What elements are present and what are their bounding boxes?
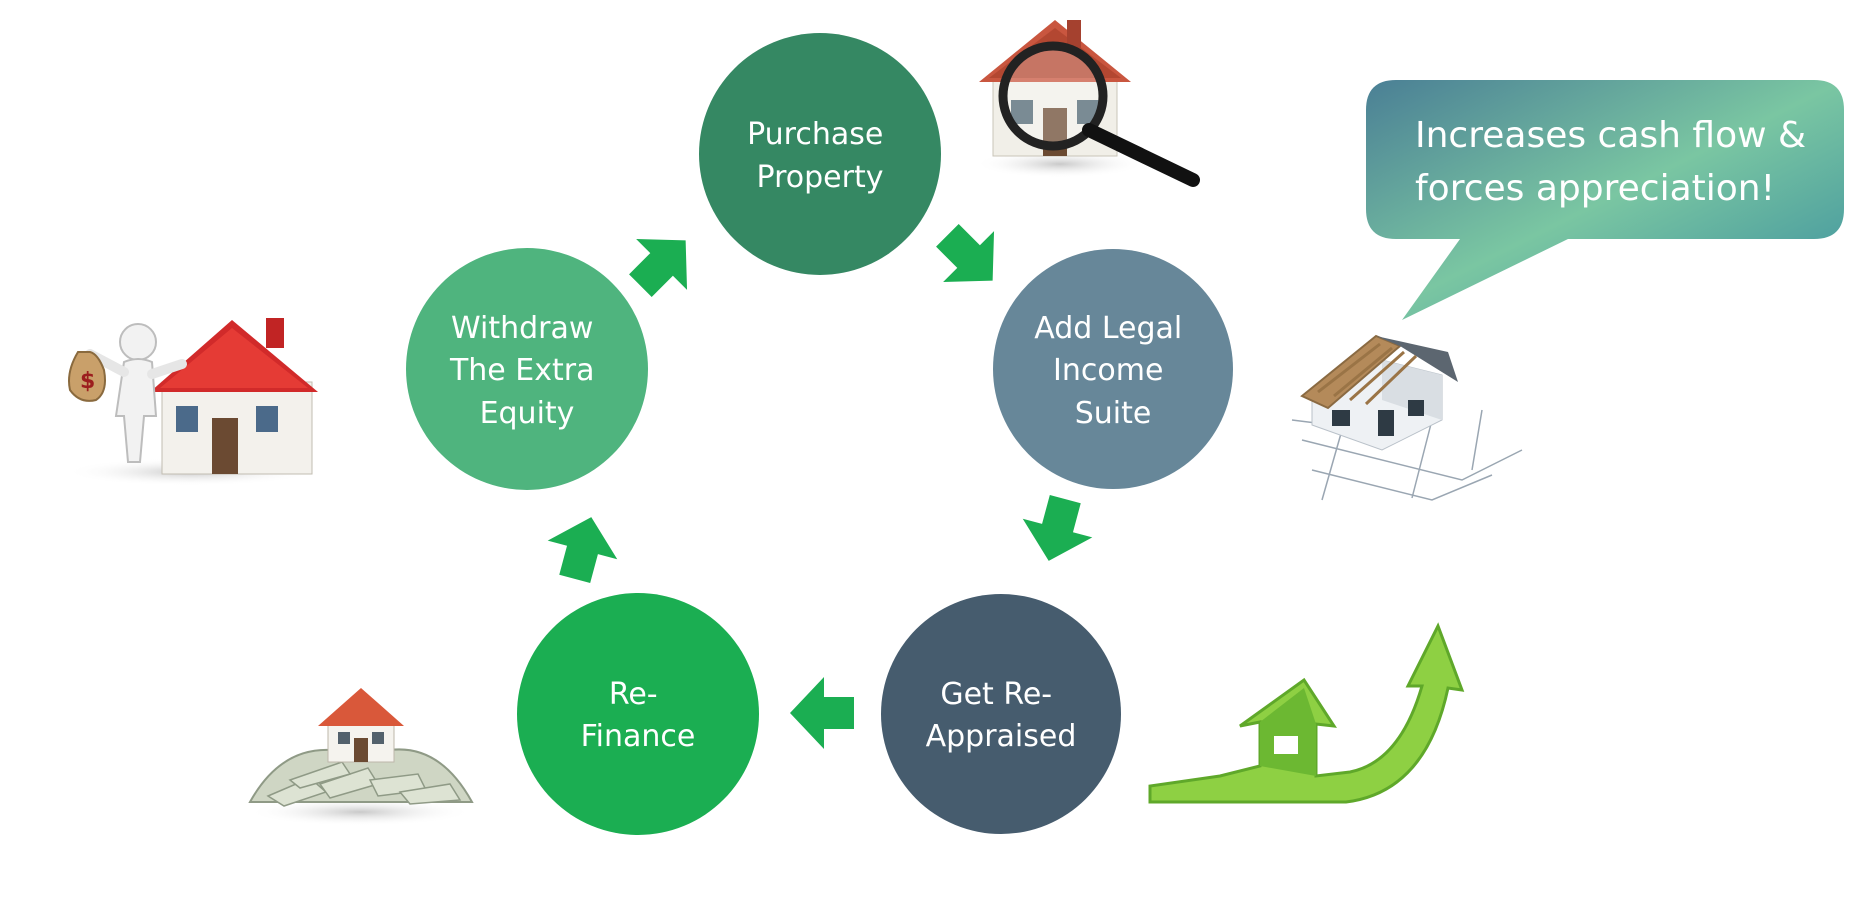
svg-text:Get Re- Appraised: Get Re- Appraised [926, 677, 1077, 754]
person-with-house-icon: $ [65, 318, 318, 486]
node-label-line: Appraised [926, 719, 1077, 754]
node-label-line: The Extra [449, 353, 595, 388]
arrow-suite-to-appraised [1022, 494, 1093, 561]
callout-bubble: Increases cash flow & forces appreciatio… [1366, 80, 1844, 320]
node-re-finance: Re- Finance [517, 593, 759, 835]
node-label-line: Re- [609, 677, 658, 712]
node-circle [699, 33, 941, 275]
node-circle [881, 594, 1121, 834]
svg-text:Purchase Property: Purchase Property [747, 117, 893, 195]
node-get-re-appraised: Get Re- Appraised [881, 594, 1121, 834]
cycle-arrows [547, 224, 1093, 749]
node-label-line: Withdraw [451, 311, 593, 346]
node-label-line: Purchase [747, 117, 883, 152]
node-label-line: Get Re- [940, 677, 1052, 712]
arrow-withdraw-to-purchase [629, 238, 688, 297]
svg-text:Withdraw The Extra: Withdraw The Extra Equity [449, 311, 604, 431]
node-label-line: Income [1053, 353, 1163, 388]
house-magnifier-icon [975, 20, 1200, 187]
arrow-purchase-to-suite [936, 224, 995, 283]
arrow-refinance-to-withdraw [547, 517, 618, 584]
node-label-line: Property [757, 160, 884, 195]
svg-text:Re- Finance: Re- Finance [581, 677, 696, 754]
house-on-money-icon [248, 688, 474, 826]
node-withdraw-the-extra-equity: Withdraw The Extra Equity [406, 248, 648, 490]
svg-text:$: $ [80, 369, 95, 394]
node-add-legal-income-suite: Add Legal Income Suite [993, 249, 1233, 489]
node-purchase-property: Purchase Property [699, 33, 941, 275]
callout-line: forces appreciation! [1415, 168, 1775, 209]
svg-text:Increases cash flow & fo: Increases cash flow & forces appreciatio… [1415, 115, 1818, 209]
house-growth-arrow-icon [1148, 622, 1465, 804]
callout-line: Increases cash flow & [1415, 115, 1806, 156]
house-construction-icon [1291, 334, 1523, 501]
arrow-appraised-to-refinance [790, 677, 854, 749]
node-label-line: Add Legal [1034, 311, 1182, 346]
callout-shape [1366, 80, 1844, 320]
node-label-line: Finance [581, 719, 696, 754]
node-label-line: Suite [1075, 396, 1152, 431]
node-circle [993, 249, 1233, 489]
node-circle [517, 593, 759, 835]
node-label-line: Equity [480, 396, 575, 431]
svg-text:Add Legal Income S: Add Legal Income Suite [1034, 311, 1192, 431]
node-circle [406, 248, 648, 490]
